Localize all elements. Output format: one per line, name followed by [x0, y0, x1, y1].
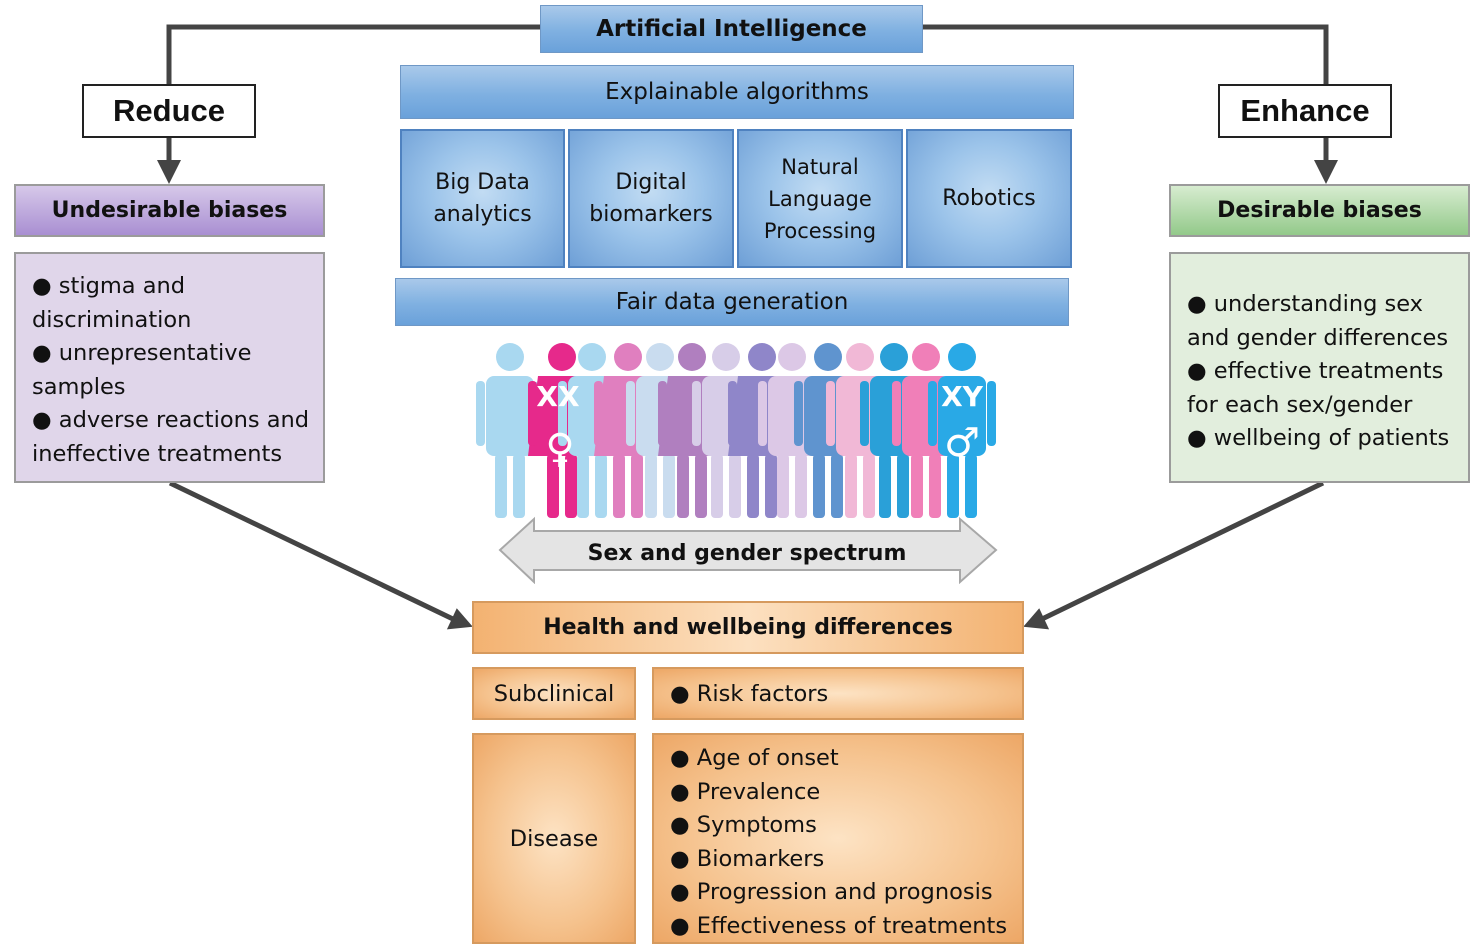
spectrum-arrow	[498, 516, 998, 584]
enhance-label-text: Enhance	[1240, 93, 1370, 128]
list-item: understanding sex and gender differences	[1187, 288, 1458, 355]
list-item: unrepresentative samples	[32, 337, 313, 404]
xx-label: XX	[536, 380, 580, 413]
health-differences-text: Health and wellbeing differences	[543, 615, 953, 640]
health-differences-header: Health and wellbeing differences	[472, 601, 1024, 654]
undesirable-biases-header: Undesirable biases	[14, 184, 325, 237]
female-symbol-icon: ♀	[545, 426, 574, 472]
tile-digital-biomarkers: Digital biomarkers	[568, 129, 734, 268]
tile-big-data: Big Data analytics	[400, 129, 565, 268]
xy-label: XY	[941, 380, 984, 413]
subclinical-items-box: Risk factors	[652, 667, 1024, 720]
fair-data-text: Fair data generation	[615, 289, 849, 315]
tile-digital-biomarkers-text: Digital biomarkers	[589, 169, 713, 227]
undesirable-biases-text: Undesirable biases	[51, 198, 288, 223]
disease-label: Disease	[509, 825, 599, 852]
tile-robotics-text: Robotics	[942, 185, 1036, 211]
list-item: wellbeing of patients	[1187, 422, 1458, 456]
list-item: Symptoms	[670, 809, 1007, 843]
list-item: stigma and discrimination	[32, 270, 313, 337]
list-item: Prevalence	[670, 776, 1007, 810]
desirable-biases-text: Desirable biases	[1217, 198, 1422, 223]
explainable-algorithms-text: Explainable algorithms	[605, 79, 869, 105]
undesirable-biases-list: stigma and discrimination unrepresentati…	[14, 252, 325, 483]
person-figure	[928, 343, 996, 518]
person-figure	[476, 343, 544, 518]
male-symbol-icon: ♂	[944, 420, 980, 466]
subclinical-label-box: Subclinical	[472, 667, 636, 720]
tile-robotics: Robotics	[906, 129, 1072, 268]
ai-title: Artificial Intelligence	[540, 5, 923, 53]
disease-items-box: Age of onset Prevalence Symptoms Biomark…	[652, 733, 1024, 944]
list-item: adverse reactions and ineffective treatm…	[32, 404, 313, 471]
ai-title-text: Artificial Intelligence	[596, 16, 867, 42]
reduce-label-text: Reduce	[113, 93, 225, 128]
fair-data-bar: Fair data generation	[395, 278, 1069, 326]
disease-label-box: Disease	[472, 733, 636, 944]
tile-big-data-text: Big Data analytics	[433, 169, 532, 227]
desirable-biases-list: understanding sex and gender differences…	[1169, 252, 1470, 483]
spectrum-label: Sex and gender spectrum	[588, 541, 907, 566]
tile-nlp: Natural Language Processing	[737, 129, 903, 268]
explainable-algorithms-bar: Explainable algorithms	[400, 65, 1074, 119]
list-item: Effectiveness of treatments	[670, 910, 1007, 944]
list-item: Biomarkers	[670, 843, 1007, 877]
list-item: effective treatments for each sex/gender	[1187, 355, 1458, 422]
enhance-label: Enhance	[1218, 84, 1392, 138]
list-item: Risk factors	[670, 681, 828, 707]
subclinical-label: Subclinical	[493, 680, 615, 707]
list-item: Age of onset	[670, 742, 1007, 776]
tile-nlp-text: Natural Language Processing	[763, 154, 877, 243]
list-item: Progression and prognosis	[670, 876, 1007, 910]
sex-gender-spectrum-illustration: Sex and gender spectrum XX XY ♀ ♂	[470, 326, 1010, 584]
desirable-biases-header: Desirable biases	[1169, 184, 1470, 237]
reduce-label: Reduce	[82, 84, 256, 138]
